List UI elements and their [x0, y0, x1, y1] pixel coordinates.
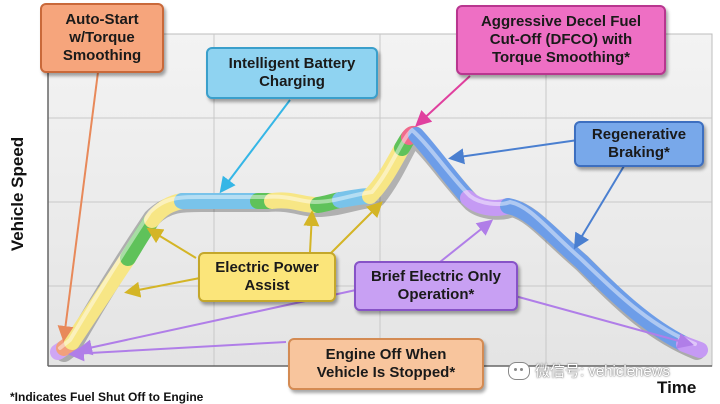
speed-curve-highlight	[58, 128, 697, 350]
callout-regen-braking: Regenerative Braking*	[574, 121, 704, 167]
arrow-power-assist-4	[329, 201, 383, 255]
footnote: *Indicates Fuel Shut Off to Engine	[10, 390, 204, 404]
callout-engine-off: Engine Off When Vehicle Is Stopped*	[288, 338, 484, 390]
arrow-power-assist-2	[146, 227, 197, 259]
callout-battery-charging: Intelligent Battery Charging	[206, 47, 378, 99]
segment-power-assist	[64, 250, 136, 350]
wechat-icon	[508, 361, 530, 380]
speed-curve	[50, 125, 708, 360]
arrow-battery-charging	[219, 99, 291, 194]
watermark: 微信号: vehiclenews	[508, 360, 670, 381]
arrow-electric-only-1	[439, 219, 494, 263]
arrow-electric-only-2	[514, 295, 694, 349]
x-axis-label: Time	[657, 378, 697, 397]
arrow-auto-start	[57, 71, 99, 342]
arrow-dfco	[415, 75, 471, 127]
watermark-text: 微信号: vehiclenews	[535, 363, 671, 380]
segment-regen	[500, 198, 692, 352]
callout-auto-start: Auto-Start w/Torque Smoothing	[40, 3, 164, 73]
callout-dfco: Aggressive Decel Fuel Cut-Off (DFCO) wit…	[456, 5, 666, 75]
arrow-regen-2	[573, 165, 625, 250]
arrow-regen-1	[448, 139, 579, 165]
arrow-power-assist-1	[124, 277, 201, 298]
segment-regen	[408, 127, 476, 206]
arrow-engine-off-1	[68, 341, 287, 362]
arrow-power-assist-3	[303, 210, 320, 253]
callout-power-assist: Electric Power Assist	[198, 252, 336, 302]
y-axis-label: Vehicle Speed	[8, 136, 27, 252]
callout-electric-only: Brief Electric Only Operation*	[354, 261, 518, 311]
